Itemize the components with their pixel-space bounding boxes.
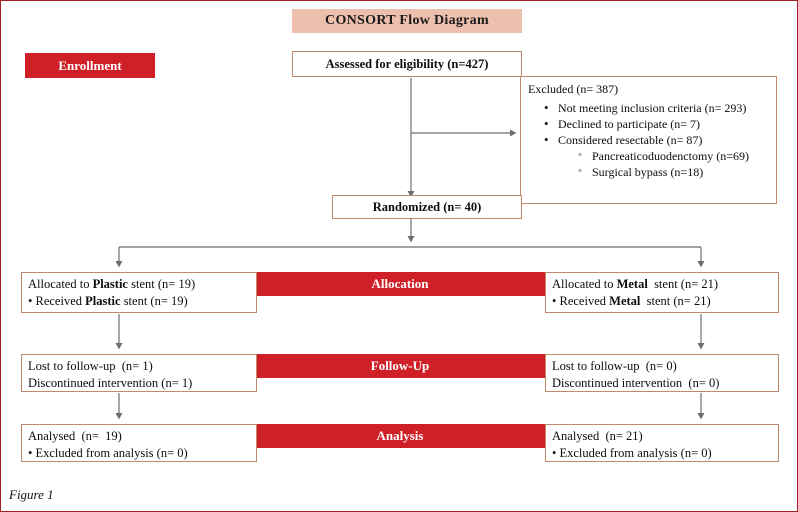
phase-banner-enrollment: Enrollment — [25, 53, 155, 78]
excluded-reason-list: Not meeting inclusion criteria (n= 293) … — [528, 100, 769, 180]
analysis-plastic-line2: • Excluded from analysis (n= 0) — [28, 445, 188, 460]
node-excluded: Excluded (n= 387) Not meeting inclusion … — [520, 76, 777, 204]
list-item: Surgical bypass (n=18) — [578, 165, 769, 180]
analysis-plastic-line1: Analysed (n= 19) — [28, 429, 122, 443]
node-followup-metal: Lost to follow-up (n= 0) Discontinued in… — [545, 354, 779, 392]
list-item: Not meeting inclusion criteria (n= 293) — [544, 100, 769, 116]
node-allocation-metal: Allocated to Metal stent (n= 21) • Recei… — [545, 272, 779, 313]
list-item-label: Considered resectable (n= 87) — [558, 133, 703, 147]
followup-metal-line1: Lost to follow-up (n= 0) — [552, 359, 677, 373]
excluded-subreason-list: Pancreaticoduodenctomy (n=69) Surgical b… — [558, 149, 769, 180]
node-analysis-metal: Analysed (n= 21) • Excluded from analysi… — [545, 424, 779, 462]
excluded-header: Excluded (n= 387) — [528, 82, 619, 96]
node-followup-plastic: Lost to follow-up (n= 1) Discontinued in… — [21, 354, 257, 392]
node-assessed-for-eligibility: Assessed for eligibility (n=427) — [292, 51, 522, 77]
diagram-title: CONSORT Flow Diagram — [292, 9, 522, 33]
followup-metal-line2: Discontinued intervention (n= 0) — [552, 375, 720, 390]
analysis-metal-line1: Analysed (n= 21) — [552, 429, 643, 443]
list-item: Pancreaticoduodenctomy (n=69) — [578, 149, 769, 164]
node-analysis-plastic: Analysed (n= 19) • Excluded from analysi… — [21, 424, 257, 462]
analysis-metal-line2: • Excluded from analysis (n= 0) — [552, 445, 712, 460]
list-item: Considered resectable (n= 87) Pancreatic… — [544, 132, 769, 180]
list-item: Declined to participate (n= 7) — [544, 116, 769, 132]
figure-caption: Figure 1 — [9, 487, 54, 502]
allocation-metal-line1: Allocated to Metal stent (n= 21) — [552, 277, 719, 291]
allocation-metal-line2: • Received Metal stent (n= 21) — [552, 293, 711, 308]
node-allocation-plastic: Allocated to Plastic stent (n= 19) • Rec… — [21, 272, 257, 313]
allocation-plastic-line2: • Received Plastic stent (n= 19) — [28, 293, 188, 308]
followup-plastic-line1: Lost to follow-up (n= 1) — [28, 359, 153, 373]
allocation-plastic-line1: Allocated to Plastic stent (n= 19) — [28, 277, 196, 291]
followup-plastic-line2: Discontinued intervention (n= 1) — [28, 375, 193, 390]
node-randomized: Randomized (n= 40) — [332, 195, 522, 219]
